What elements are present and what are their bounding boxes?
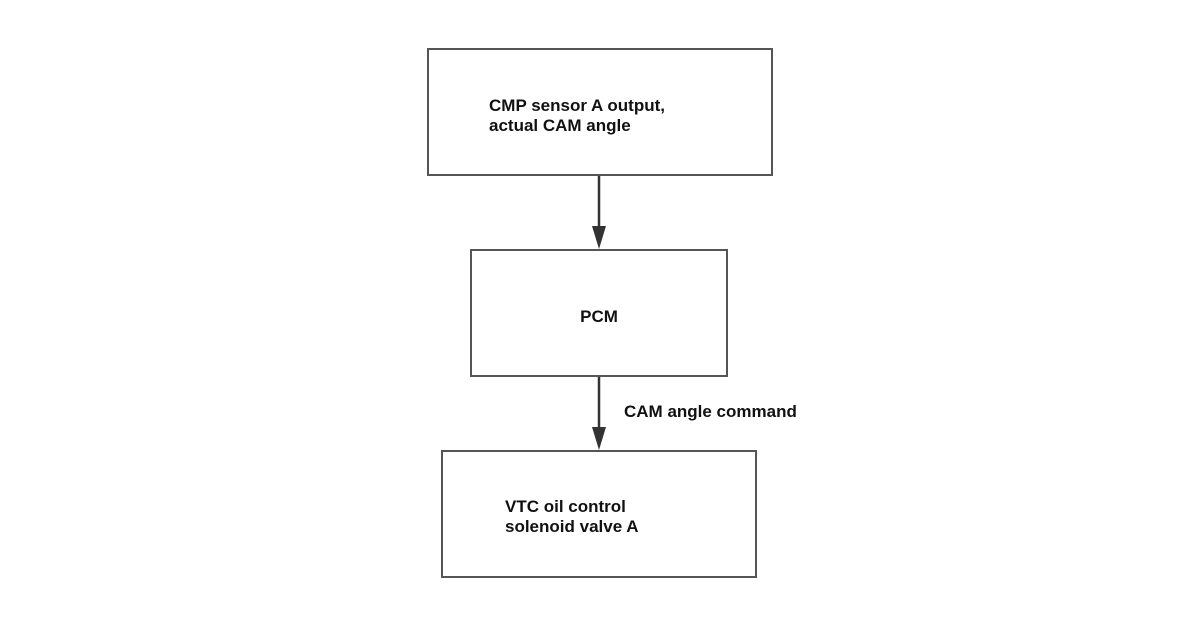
node-cmp-sensor-label: CMP sensor A output, actual CAM angle [489, 96, 665, 135]
node-vtc-solenoid: VTC oil control solenoid valve A [441, 450, 757, 578]
node-pcm-label: PCM [580, 307, 618, 326]
arrow-cmp-to-pcm [592, 176, 606, 249]
arrow-pcm-to-vtc [592, 377, 606, 450]
node-pcm: PCM [470, 249, 728, 377]
edge-label-cam-angle-command: CAM angle command [624, 402, 797, 421]
node-vtc-solenoid-label: VTC oil control solenoid valve A [505, 497, 639, 536]
node-cmp-sensor: CMP sensor A output, actual CAM angle [427, 48, 773, 176]
